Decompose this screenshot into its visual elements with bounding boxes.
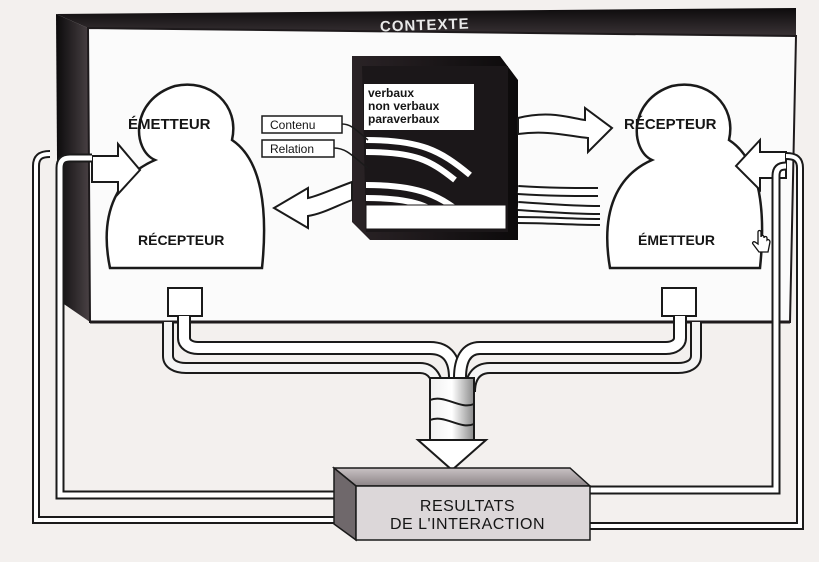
result-title-line1: RESULTATS — [419, 498, 516, 515]
context-label: CONTEXTE — [379, 15, 470, 36]
result-title-line2: DE L'INTERACTION — [389, 516, 546, 533]
feedback-arrow-left — [91, 141, 142, 197]
right-emitter-label: ÉMETTEUR — [638, 232, 715, 248]
result-box — [331, 466, 592, 542]
channel-line-paraverbal: paraverbaux — [368, 112, 440, 126]
arrow-to-right-receiver — [517, 106, 614, 155]
right-receiver-label: RÉCEPTEUR — [624, 116, 717, 133]
hand-cursor-icon — [751, 229, 771, 253]
relation-tag: Relation — [270, 142, 315, 156]
channel-line-verbal: verbaux — [368, 86, 415, 100]
arrow-to-left-receiver — [272, 180, 353, 230]
right-output-square — [661, 287, 697, 317]
left-receiver-label: RÉCEPTEUR — [138, 232, 225, 248]
left-output-square — [167, 287, 203, 317]
channel-box — [352, 56, 518, 240]
content-tag: Contenu — [270, 118, 316, 132]
merge-pipes — [162, 316, 702, 472]
channel-line-nonverbal: non verbaux — [368, 99, 440, 113]
left-emitter-label: ÉMETTEUR — [128, 116, 211, 133]
